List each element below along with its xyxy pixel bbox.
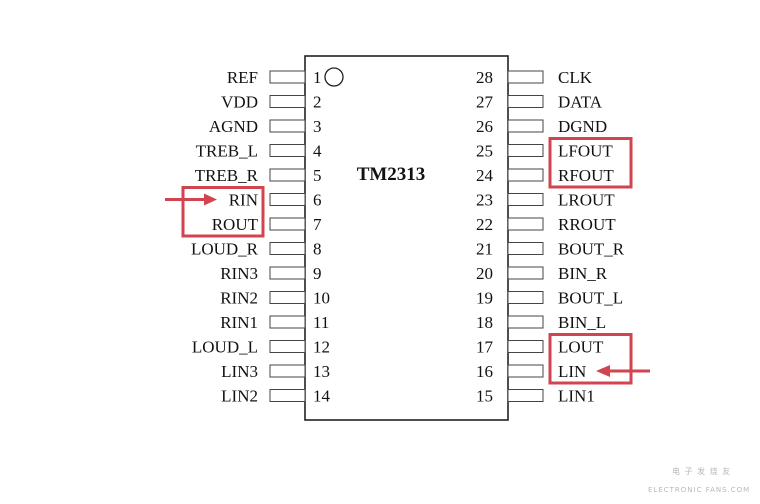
pin-label: TREB_R <box>195 166 259 185</box>
pin-number: 1 <box>313 68 322 87</box>
pin-label: DATA <box>558 93 603 112</box>
pin-number: 23 <box>476 191 493 210</box>
chip-name: TM2313 <box>357 164 426 185</box>
pin-lead-21 <box>507 242 544 255</box>
pin-number: 8 <box>313 240 322 259</box>
pin-number: 17 <box>476 338 494 357</box>
pin-lead-12 <box>269 340 306 353</box>
pin-lead-15 <box>507 389 544 402</box>
pin-number: 3 <box>313 117 322 136</box>
pin-lead-1 <box>269 70 306 84</box>
pin-label: LOUD_L <box>192 338 258 357</box>
highlight-box <box>548 333 633 385</box>
pin-lead-11 <box>269 315 306 329</box>
pin-number: 20 <box>476 264 493 283</box>
pin-label: DGND <box>558 117 607 136</box>
pin-number: 28 <box>476 68 493 87</box>
pin-lead-23 <box>507 193 544 206</box>
pin-label: LOUD_R <box>191 240 259 259</box>
pin-number: 11 <box>313 313 329 332</box>
pin1-marker-icon <box>324 67 344 87</box>
pin-number: 14 <box>313 387 331 406</box>
pin-label: RIN1 <box>220 313 258 332</box>
pin-label: LROUT <box>558 191 615 210</box>
pin-lead-17 <box>507 340 544 353</box>
pin-number: 15 <box>476 387 493 406</box>
pin-lead-3 <box>269 119 306 133</box>
pin-lead-14 <box>269 389 306 402</box>
pin-label: RROUT <box>558 215 616 234</box>
pin-number: 26 <box>476 117 493 136</box>
pin-lead-10 <box>269 291 306 304</box>
pin-lead-2 <box>269 95 306 108</box>
pin-lead-8 <box>269 242 306 255</box>
pin-label: LIN <box>558 362 586 381</box>
pin-label: RIN2 <box>220 289 258 308</box>
highlight-boxes <box>165 137 650 385</box>
pin-number: 9 <box>313 264 322 283</box>
pin-number: 25 <box>476 142 493 161</box>
pin-label: RIN3 <box>220 264 258 283</box>
pin-label: RFOUT <box>558 166 614 185</box>
pin-number: 12 <box>313 338 330 357</box>
pin-lead-6 <box>269 193 306 206</box>
pin-label: AGND <box>209 117 258 136</box>
pin-label: LIN1 <box>558 387 595 406</box>
pin-number: 18 <box>476 313 493 332</box>
pin-label: BOUT_L <box>558 289 623 308</box>
pin-number: 7 <box>313 215 322 234</box>
pin-lead-26 <box>507 119 544 133</box>
pin-label: CLK <box>558 68 593 87</box>
highlight-box <box>548 137 633 189</box>
pin-lead-4 <box>269 144 306 157</box>
pin-number: 6 <box>313 191 322 210</box>
pin-lead-13 <box>269 364 306 378</box>
arrow-head-icon <box>204 193 217 206</box>
chip-body <box>304 55 509 421</box>
pin-lead-28 <box>507 70 544 84</box>
watermark-line1: 电 子 发 烧 友 <box>672 466 731 476</box>
pin-number: 24 <box>476 166 494 185</box>
pin-label: LIN2 <box>221 387 258 406</box>
pin-number: 13 <box>313 362 330 381</box>
pin-lead-16 <box>507 364 544 378</box>
watermark-line2: ELECTRONIC FANS.COM <box>648 486 750 494</box>
pin-number: 22 <box>476 215 493 234</box>
highlight-box <box>181 186 265 238</box>
arrow-head-icon <box>596 365 610 377</box>
pin-label: BIN_L <box>558 313 606 332</box>
pin-number: 16 <box>476 362 493 381</box>
pin-label: VDD <box>221 93 258 112</box>
pin-number: 10 <box>313 289 330 308</box>
pin-lead-19 <box>507 291 544 304</box>
pin-number: 5 <box>313 166 322 185</box>
pin-label: ROUT <box>212 215 259 234</box>
pin-lead-20 <box>507 266 544 280</box>
pin-label: REF <box>227 68 258 87</box>
pin-lead-25 <box>507 144 544 157</box>
pin-number: 21 <box>476 240 493 259</box>
pin-number: 27 <box>476 93 494 112</box>
pin-lead-7 <box>269 217 306 231</box>
pin-lead-5 <box>269 168 306 182</box>
pin-label: RIN <box>229 191 258 210</box>
pin-label: LIN3 <box>221 362 258 381</box>
pin-lead-27 <box>507 95 544 108</box>
pin-label: BIN_R <box>558 264 608 283</box>
pin-label: BOUT_R <box>558 240 625 259</box>
pin-lead-24 <box>507 168 544 182</box>
pin-lead-18 <box>507 315 544 329</box>
pin-lead-22 <box>507 217 544 231</box>
pin-label: LFOUT <box>558 142 613 161</box>
pin-lead-9 <box>269 266 306 280</box>
pin-number: 2 <box>313 93 322 112</box>
pin-label: TREB_L <box>196 142 258 161</box>
pin-label: LOUT <box>558 338 604 357</box>
pin-number: 4 <box>313 142 322 161</box>
pin-number: 19 <box>476 289 493 308</box>
